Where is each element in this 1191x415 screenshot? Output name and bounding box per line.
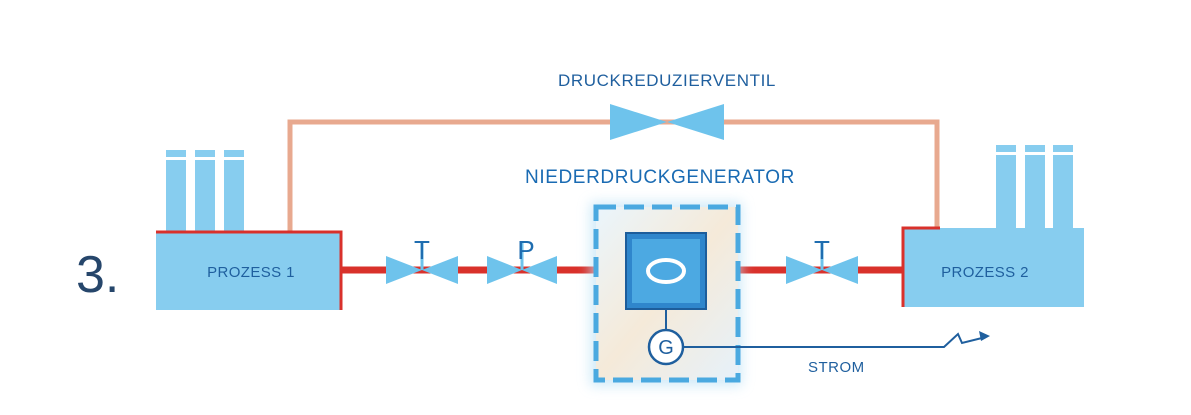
pressure-reducing-valve-icon bbox=[610, 104, 724, 140]
lightning-arrow-icon bbox=[683, 331, 990, 348]
valve-t2-label: T bbox=[814, 235, 830, 265]
factory-icon bbox=[156, 150, 343, 310]
valve-p-label: P bbox=[517, 235, 534, 265]
process-2-label: PROZESS 2 bbox=[941, 264, 1029, 281]
process-1-label: PROZESS 1 bbox=[207, 264, 295, 281]
power-output-label: STROM bbox=[808, 359, 865, 376]
generator-symbol: G bbox=[658, 337, 674, 359]
step-number: 3. bbox=[76, 246, 119, 304]
valve-t1-label: T bbox=[414, 235, 430, 265]
pressure-reducing-valve-label: DRUCKREDUZIERVENTIL bbox=[558, 71, 776, 90]
valve-p-icon bbox=[487, 243, 557, 284]
valve-t2-icon bbox=[786, 243, 858, 284]
turbine-icon bbox=[625, 232, 707, 310]
factory-icon bbox=[901, 145, 1084, 307]
low-pressure-generator-label: NIEDERDRUCKGENERATOR bbox=[525, 167, 795, 188]
valve-t1-icon bbox=[386, 243, 458, 284]
